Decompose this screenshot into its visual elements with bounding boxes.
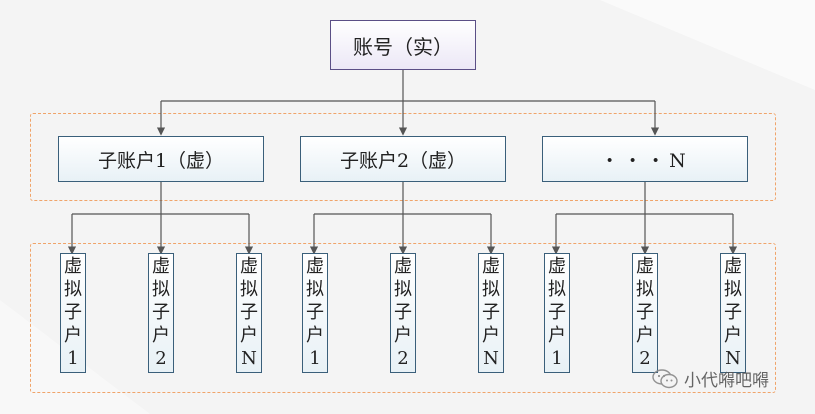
virtual-account-char: 户: [724, 324, 742, 346]
virtual-account-char: 1: [309, 347, 321, 369]
virtual-account-char: 虚: [636, 256, 654, 278]
sub-account-node-2: 子账户2（虚）: [300, 136, 506, 182]
watermark-text: 小代嘚吧嘚: [684, 371, 769, 391]
virtual-account-char: 虚: [240, 256, 258, 278]
virtual-account-char: 拟: [152, 279, 170, 301]
virtual-account-char: 户: [548, 324, 566, 346]
sub-account-label: 子账户1（虚）: [97, 149, 225, 172]
virtual-account-char: 子: [306, 301, 324, 323]
virtual-account-char: 拟: [394, 279, 412, 301]
virtual-account-char: 虚: [394, 256, 412, 278]
virtual-account-char: 拟: [482, 279, 500, 301]
virtual-account-char: 户: [152, 324, 170, 346]
virtual-account-char: 拟: [306, 279, 324, 301]
virtual-account-char: 2: [639, 347, 651, 369]
virtual-account-char: 2: [397, 347, 409, 369]
virtual-account-char: 子: [394, 301, 412, 323]
sub-account-label: ・・・N: [600, 149, 690, 172]
virtual-account-char: 2: [155, 347, 167, 369]
virtual-account-char: 拟: [636, 279, 654, 301]
virtual-account-char: 拟: [240, 279, 258, 301]
sub-account-node-1: 子账户1（虚）: [58, 136, 264, 182]
virtual-account-char: 拟: [724, 279, 742, 301]
wechat-icon: [652, 368, 678, 388]
virtual-account-char: 拟: [548, 279, 566, 301]
virtual-account-char: 子: [724, 301, 742, 323]
virtual-account-char: 子: [482, 301, 500, 323]
virtual-account-char: 户: [306, 324, 324, 346]
virtual-account-char: 虚: [152, 256, 170, 278]
virtual-account-char: 虚: [64, 256, 82, 278]
virtual-account-char: 户: [482, 324, 500, 346]
virtual-account-char: 户: [240, 324, 258, 346]
sub-account-node-n: ・・・N: [542, 136, 748, 182]
sub-account-label: 子账户2（虚）: [339, 149, 467, 172]
virtual-account-char: 户: [636, 324, 654, 346]
virtual-account-char: 子: [240, 301, 258, 323]
virtual-account-char: 子: [636, 301, 654, 323]
virtual-account-char: 虚: [482, 256, 500, 278]
watermark: 小代嘚吧嘚: [652, 366, 769, 391]
virtual-account-char: 虚: [548, 256, 566, 278]
virtual-account-char: 子: [152, 301, 170, 323]
virtual-account-char: 户: [64, 324, 82, 346]
virtual-account-char: 拟: [64, 279, 82, 301]
virtual-account-char: 子: [548, 301, 566, 323]
virtual-account-char: 虚: [306, 256, 324, 278]
virtual-account-char: 1: [67, 347, 79, 369]
virtual-account-char: 虚: [724, 256, 742, 278]
root-account-label: 账号（实）: [353, 34, 453, 59]
virtual-account-char: N: [483, 347, 499, 369]
virtual-account-char: 户: [394, 324, 412, 346]
root-account-node: 账号（实）: [330, 20, 476, 70]
virtual-account-char: 子: [64, 301, 82, 323]
virtual-account-char: 1: [551, 347, 563, 369]
virtual-account-char: N: [725, 347, 741, 369]
virtual-account-char: N: [241, 347, 257, 369]
